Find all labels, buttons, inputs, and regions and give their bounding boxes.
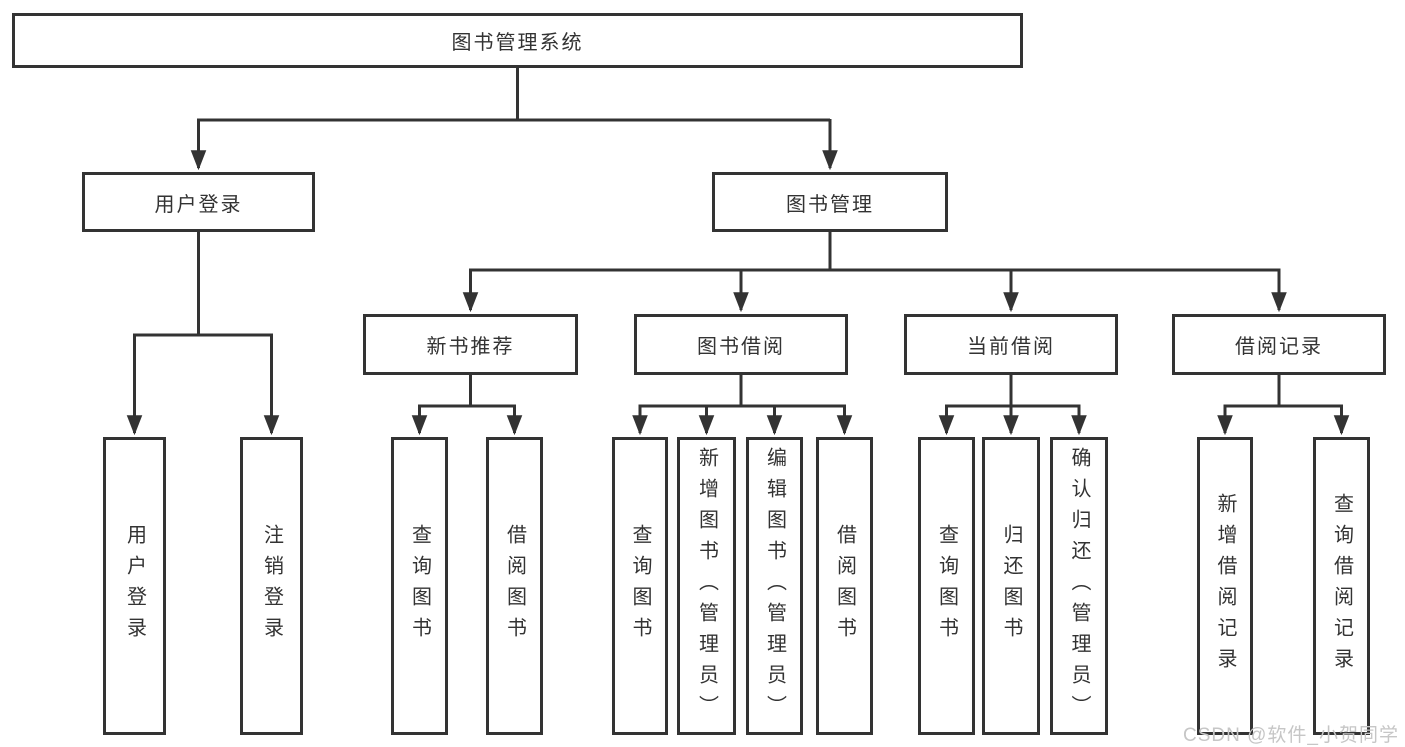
node-user-login: 用户登录 [82, 172, 315, 232]
leaf-logout: 注销登录 [240, 437, 303, 735]
leaf-current-query-books: 查询图书 [918, 437, 975, 735]
leaf-recommend-query-books-label: 查询图书 [408, 524, 431, 648]
csdn-watermark-text: CSDN @软件_小贺同学 [1183, 725, 1399, 746]
leaf-recommend-borrow-books-label: 借阅图书 [503, 524, 526, 648]
leaf-borrow-query-books-label: 查询图书 [629, 524, 651, 648]
leaf-borrow-add-books-admin: 新增图书（管理员） [677, 437, 736, 735]
connector-new-book-recommend-children [411, 375, 523, 436]
leaf-records-add-record: 新增借阅记录 [1197, 437, 1253, 735]
leaf-current-confirm-return-admin-label: 确认归还（管理员） [1068, 446, 1090, 726]
leaf-recommend-query-books: 查询图书 [391, 437, 448, 735]
node-user-login-label: 用户登录 [154, 193, 243, 216]
node-book-borrow-label: 图书借阅 [697, 336, 785, 358]
connector-root-to-level2 [190, 68, 838, 171]
node-root-system-label: 图书管理系统 [451, 32, 584, 54]
node-new-book-recommend: 新书推荐 [363, 314, 578, 375]
leaf-user-login: 用户登录 [103, 437, 166, 735]
node-root-system: 图书管理系统 [12, 13, 1023, 68]
connector-book-management-children [462, 232, 1287, 313]
leaf-borrow-query-books: 查询图书 [612, 437, 668, 735]
leaf-recommend-borrow-books: 借阅图书 [486, 437, 543, 735]
node-borrow-records: 借阅记录 [1172, 314, 1386, 375]
node-new-book-recommend-label: 新书推荐 [426, 336, 515, 358]
leaf-borrow-edit-books-admin: 编辑图书（管理员） [746, 437, 803, 735]
leaf-records-query-record-label: 查询借阅记录 [1330, 493, 1353, 679]
leaf-logout-label: 注销登录 [260, 524, 283, 648]
leaf-borrow-edit-books-admin-label: 编辑图书（管理员） [763, 446, 786, 726]
csdn-watermark: CSDN @软件_小贺同学 [1183, 720, 1399, 747]
node-borrow-records-label: 借阅记录 [1235, 336, 1323, 358]
leaf-borrow-borrow-books-label: 借阅图书 [833, 524, 856, 648]
connector-book-borrow-children [632, 375, 853, 436]
node-book-management: 图书管理 [712, 172, 948, 232]
leaf-current-query-books-label: 查询图书 [935, 524, 958, 648]
leaf-borrow-borrow-books: 借阅图书 [816, 437, 873, 735]
leaf-current-return-books: 归还图书 [982, 437, 1040, 735]
connector-current-borrow-children [938, 375, 1087, 436]
node-book-management-label: 图书管理 [786, 193, 874, 216]
connector-user-login-children [126, 232, 280, 436]
leaf-borrow-add-books-admin-label: 新增图书（管理员） [695, 446, 718, 726]
connector-borrow-records-children [1217, 375, 1350, 436]
leaf-user-login-label: 用户登录 [123, 524, 146, 648]
leaf-records-query-record: 查询借阅记录 [1313, 437, 1370, 735]
node-current-borrow: 当前借阅 [904, 314, 1118, 375]
node-book-borrow: 图书借阅 [634, 314, 848, 375]
leaf-records-add-record-label: 新增借阅记录 [1214, 493, 1236, 679]
node-current-borrow-label: 当前借阅 [967, 336, 1055, 358]
leaf-current-return-books-label: 归还图书 [1000, 524, 1022, 648]
leaf-current-confirm-return-admin: 确认归还（管理员） [1050, 437, 1108, 735]
